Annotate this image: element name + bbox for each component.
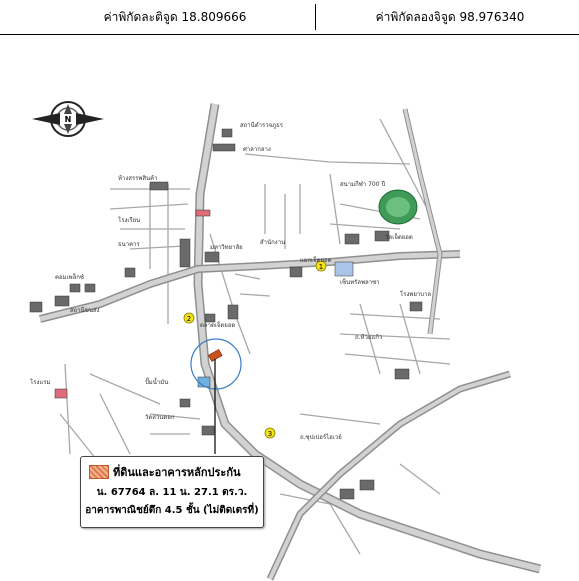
map-label-road: ถ.ห้วยแก้ว — [355, 334, 382, 341]
map-label-department: ห้างสรรพสินค้า — [118, 175, 157, 182]
svg-text:2: 2 — [187, 315, 191, 323]
compass-icon: N — [32, 101, 104, 137]
target-area-circle — [190, 338, 242, 390]
map-label-mall: เซ็นทรัลพลาซา — [340, 277, 380, 286]
property-marker — [207, 348, 223, 362]
map-label-hotel: โรงแรม — [30, 378, 50, 386]
svg-text:1: 1 — [319, 263, 323, 271]
header-divider — [315, 4, 316, 30]
map-label-intersection: แยกเจ็ดยอด — [300, 255, 332, 264]
map-label-plaza: คอมเพล็กซ์ — [55, 272, 84, 281]
location-map: N — [29, 101, 542, 581]
stadium-icon — [378, 189, 418, 225]
svg-text:3: 3 — [268, 430, 272, 438]
legend-building-line: อาคารพาณิชย์ตึก 4.5 ชั้น (ไม่ติดเตรที่) — [85, 505, 259, 516]
map-label-police: สถานีตำรวจภูธร — [240, 121, 284, 129]
map-label-hospital: โรงพยาบาล — [400, 290, 431, 298]
legend-box: ที่ดินและอาคารหลักประกัน น. 67764 ล. 11 … — [80, 456, 264, 528]
map-label-market: ตลาดเจ็ดยอด — [200, 320, 235, 329]
map-label-temple: วัดเจ็ดยอด — [385, 232, 413, 241]
latitude-label: ค่าพิกัดละติจูด 18.809666 — [103, 10, 247, 24]
coordinate-header: ค่าพิกัดละติจูด 18.809666 ค่าพิกัดลองจิจ… — [0, 0, 579, 35]
map-label-bank: ธนาคาร — [118, 241, 141, 248]
map-label-station: สถานีขนส่ง — [70, 306, 100, 314]
map-label-airport-road: ถ.ซุปเปอร์ไฮเวย์ — [300, 433, 342, 441]
legend-title: ที่ดินและอาคารหลักประกัน — [113, 466, 241, 479]
building-icons — [29, 128, 423, 500]
property-swatch-icon — [89, 465, 109, 479]
longitude-label: ค่าพิกัดลองจิจูด 98.976340 — [375, 10, 525, 24]
map-label-office: สำนักงาน — [260, 239, 285, 246]
map-label-temple2: วัดสวนดอก — [145, 414, 175, 421]
map-label-school: โรงเรียน — [118, 216, 140, 224]
route-marker-2: 2 — [183, 312, 195, 324]
map-label-gas: ปั๊มน้ำมัน — [145, 376, 168, 386]
legend-deed-line: น. 67764 ล. 11 น. 27.1 ตร.ว. — [96, 487, 248, 498]
compass-north-letter: N — [65, 115, 72, 124]
map-label-hall: ศาลากลาง — [243, 146, 271, 153]
stadium-label: สนามกีฬา 700 ปี — [340, 180, 385, 188]
map-label-university: มหาวิทยาลัย — [210, 244, 243, 251]
route-marker-3: 3 — [264, 427, 276, 439]
route-marker-1: 1 — [315, 260, 327, 272]
main-roads — [39, 103, 542, 581]
